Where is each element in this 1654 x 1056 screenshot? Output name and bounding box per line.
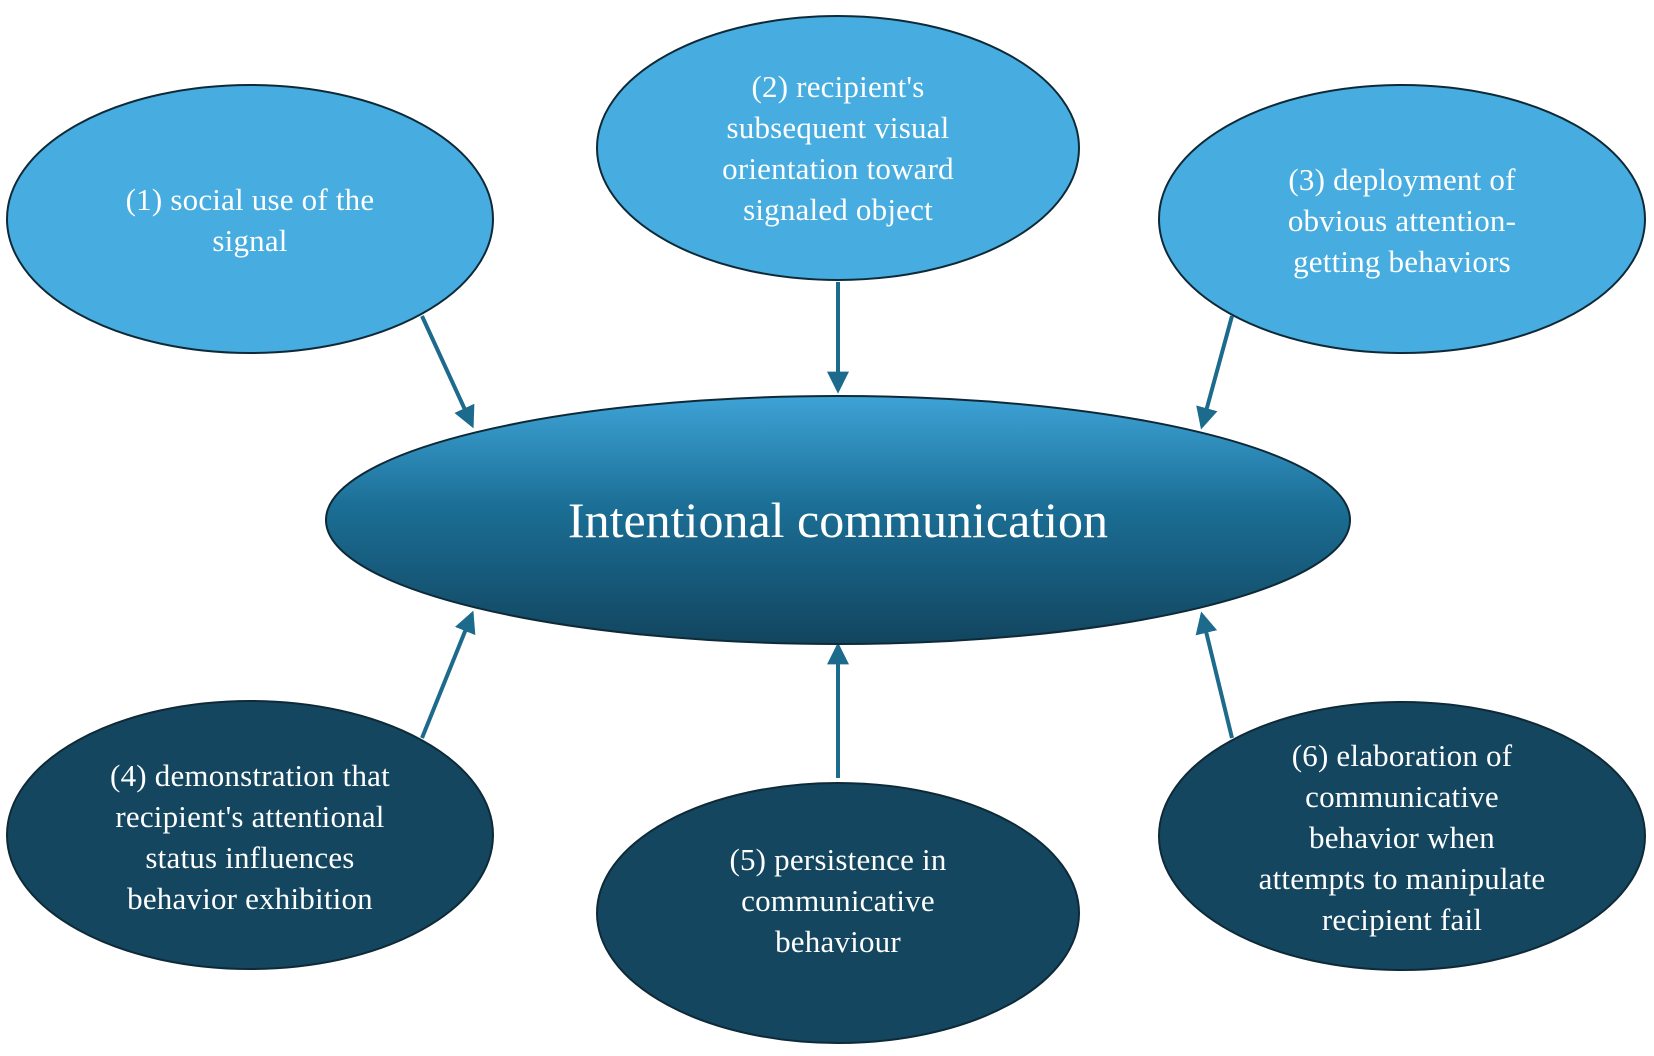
node-3-label: (3) deployment of obvious attention-getti… — [1192, 140, 1612, 300]
arrow-node-6-to-center — [1195, 611, 1234, 739]
arrow-node-1-to-center — [420, 315, 475, 429]
arrow-node-3-to-center — [1196, 315, 1234, 430]
node-1-label-line: signal — [212, 223, 288, 258]
arrow-node-4-to-center — [420, 610, 476, 739]
node-4-label-line: behavior exhibition — [127, 881, 373, 916]
node-6-label-line: (6) elaboration of — [1291, 737, 1513, 773]
node-4-label-line: (4) demonstration that — [110, 758, 390, 793]
node-6-label-line: attempts to manipulate — [1258, 860, 1546, 896]
node-6-label-line: communicative — [1305, 778, 1499, 814]
node-2-label: (2) recipient's subsequent visual orientat… — [628, 63, 1048, 233]
node-6-label: (6) elaboration of communicative behavior … — [1192, 732, 1612, 942]
node-5-label-line: behaviour — [775, 923, 901, 959]
center-label: Intentional communication — [567, 492, 1109, 548]
node-1-label-line: (1) social use of the — [125, 182, 375, 217]
node-1-ellipse — [6, 84, 494, 354]
node-6-label-line: behavior when — [1309, 819, 1495, 855]
node-5-ellipse — [596, 782, 1080, 1044]
node-3-label-line: (3) deployment of — [1288, 161, 1516, 197]
node-2-ellipse — [596, 15, 1080, 281]
node-6-ellipse — [1158, 701, 1646, 971]
node-5-label: (5) persistence in communicative behaviour — [628, 835, 1048, 965]
node-4-label: (4) demonstration that recipient's attent… — [40, 752, 460, 922]
node-4-ellipse — [6, 700, 494, 970]
node-2-label-line: (2) recipient's — [751, 69, 925, 104]
node-5-label-line: (5) persistence in — [729, 841, 947, 877]
center-ellipse — [325, 395, 1351, 645]
node-1-label: (1) social use of the signal — [40, 140, 460, 300]
node-4-label-line: recipient's attentional — [115, 799, 385, 834]
node-2-label-line: signaled object — [743, 192, 933, 227]
node-3-label-line: obvious attention- — [1287, 202, 1517, 238]
node-3-label-line: getting behaviors — [1293, 243, 1511, 279]
node-4-label-line: status influences — [145, 840, 355, 875]
node-2-label-line: subsequent visual — [726, 110, 950, 145]
node-3-ellipse — [1158, 84, 1646, 354]
node-2-label-line: orientation toward — [722, 151, 954, 186]
node-6-label-line: recipient fail — [1321, 901, 1483, 937]
node-5-label-line: communicative — [741, 882, 935, 918]
